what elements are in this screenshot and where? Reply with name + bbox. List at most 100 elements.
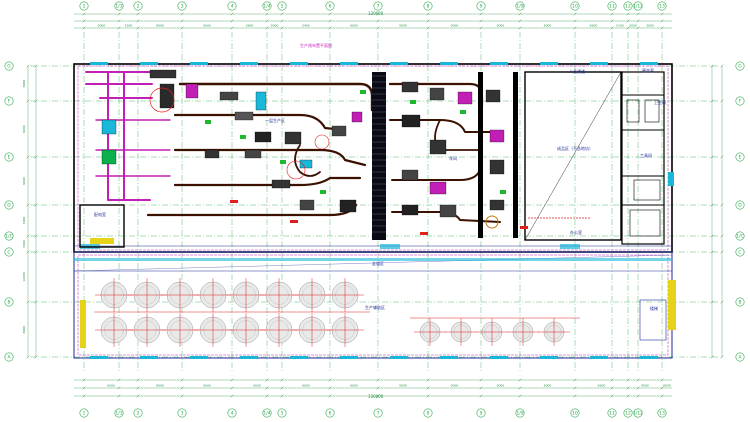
line-3 bbox=[173, 148, 367, 167]
axis-bubble-11 bbox=[607, 408, 617, 418]
dimension-tick bbox=[426, 386, 430, 390]
axis-label-1/9: 1/9 bbox=[516, 411, 523, 417]
dimension-tick bbox=[136, 386, 140, 390]
dimension-tick bbox=[518, 19, 522, 23]
dimension-left-span: 9000 bbox=[22, 177, 26, 185]
axis-bubble-2 bbox=[133, 1, 143, 11]
axis-label-12: 12 bbox=[625, 411, 631, 417]
axis-label-13: 13 bbox=[659, 4, 665, 10]
equipment-block bbox=[255, 91, 267, 111]
sensor-marker bbox=[280, 160, 286, 164]
equipment-block bbox=[401, 114, 421, 128]
dimension-top-span: 5100 bbox=[616, 24, 624, 28]
rooms-layer bbox=[79, 71, 676, 341]
electrical-room-strip bbox=[90, 238, 114, 244]
equipment-block bbox=[149, 69, 177, 79]
equipment-block bbox=[401, 81, 419, 93]
axis-bubble-3 bbox=[177, 408, 187, 418]
dimension-tick bbox=[626, 378, 630, 382]
dimension-tick bbox=[518, 394, 522, 398]
axis-label-right-B: B bbox=[738, 300, 741, 306]
axis-bubble-9 bbox=[476, 408, 486, 418]
bottom-overall-dimension: 130000 bbox=[368, 394, 384, 399]
window-bottom bbox=[390, 356, 408, 359]
dimension-tick bbox=[328, 394, 332, 398]
dimension-tick bbox=[34, 203, 38, 207]
axis-label-9: 9 bbox=[480, 411, 483, 417]
dimension-tick bbox=[720, 300, 724, 304]
equipment-block bbox=[101, 149, 117, 165]
axis-label-1/12: 1/12 bbox=[633, 411, 643, 417]
axis-bubble-10 bbox=[570, 408, 580, 418]
line-2 bbox=[173, 113, 347, 132]
dimension-tick bbox=[636, 394, 640, 398]
dimension-top-span: 9000 bbox=[590, 24, 598, 28]
dimension-tick bbox=[26, 355, 30, 359]
axis-label-1/12: 1/12 bbox=[633, 4, 643, 10]
axis-label-10: 10 bbox=[572, 4, 578, 10]
corridor-label: 走道区 bbox=[372, 260, 384, 266]
dimension-tick bbox=[376, 394, 380, 398]
turning-circle bbox=[149, 87, 175, 113]
dimension-tick bbox=[426, 394, 430, 398]
axis-label-7: 7 bbox=[377, 4, 380, 10]
dimension-tick bbox=[573, 386, 577, 390]
window-top bbox=[390, 62, 408, 65]
axis-label-11: 11 bbox=[609, 4, 615, 10]
dimension-tick bbox=[573, 26, 577, 30]
dimension-tick bbox=[518, 386, 522, 390]
dimension-tick bbox=[376, 378, 380, 382]
dimension-tick bbox=[660, 19, 664, 23]
axis-label-9: 9 bbox=[480, 4, 483, 10]
sensor-marker bbox=[500, 190, 506, 194]
dimension-top-span: 9000 bbox=[203, 24, 211, 28]
dimension-tick bbox=[573, 394, 577, 398]
dimension-top-span: 6000 bbox=[98, 24, 106, 28]
equipment-block bbox=[299, 159, 313, 169]
dimension-tick bbox=[82, 12, 86, 16]
axis-label-right-1/C: 1/C bbox=[736, 234, 744, 240]
window-bottom bbox=[340, 356, 358, 359]
dimension-tick bbox=[26, 300, 30, 304]
dimension-tick bbox=[265, 19, 269, 23]
dimension-top-span: 9000 bbox=[451, 24, 459, 28]
axis-bubble-11 bbox=[607, 1, 617, 11]
axis-bubble-9 bbox=[476, 1, 486, 11]
equipment-block bbox=[457, 91, 473, 105]
finished-goods-room bbox=[524, 71, 622, 241]
axis-label-left-B: B bbox=[7, 300, 10, 306]
window-top bbox=[90, 62, 108, 65]
window-top bbox=[290, 62, 308, 65]
dimension-tick bbox=[26, 99, 30, 103]
dimension-left-span: 12000 bbox=[22, 272, 26, 282]
axis-bubble-4 bbox=[227, 1, 237, 11]
axis-label-left-C: C bbox=[7, 250, 10, 256]
axis-bubble-left-F bbox=[4, 96, 14, 106]
axis-label-left-F: F bbox=[8, 99, 11, 105]
axis-label-left-G: G bbox=[7, 64, 11, 70]
axis-bubble-4 bbox=[227, 408, 237, 418]
room-labels-layer: 一层生产区 成品区（不含地坑） 车间 人员通道 办公室 生产辅助区 走道区 配电… bbox=[94, 11, 666, 399]
dimension-tick bbox=[626, 19, 630, 23]
equipment-layer bbox=[101, 69, 528, 235]
dimension-tick bbox=[610, 26, 614, 30]
dimension-tick bbox=[82, 378, 86, 382]
axis-label-1: 1 bbox=[83, 4, 86, 10]
dimension-tick bbox=[230, 394, 234, 398]
sensor-marker bbox=[360, 90, 366, 94]
axis-bubble-1/9 bbox=[515, 1, 525, 11]
dimension-top-span: 1500 bbox=[125, 24, 133, 28]
dimension-tick bbox=[426, 26, 430, 30]
dimension-tick bbox=[34, 234, 38, 238]
window-bottom bbox=[290, 356, 308, 359]
equipment-block bbox=[244, 149, 262, 159]
axis-label-7: 7 bbox=[377, 411, 380, 417]
dimension-tick bbox=[610, 378, 614, 382]
toilet-cubicle bbox=[626, 99, 640, 123]
dimension-tick bbox=[610, 386, 614, 390]
equipment-block bbox=[219, 91, 239, 101]
axis-bubble-1/9 bbox=[515, 408, 525, 418]
dimension-tick bbox=[626, 12, 630, 16]
